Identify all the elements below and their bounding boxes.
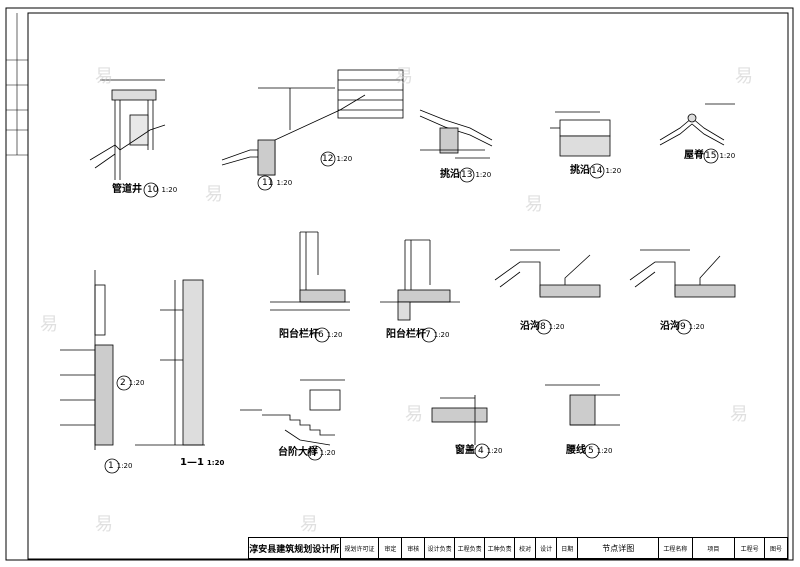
detail-13-label: 挑沿 bbox=[440, 169, 460, 180]
detail-3-label: 台阶大样 bbox=[278, 447, 318, 458]
detail-circles bbox=[104, 148, 719, 474]
title-block-cell: 图号 bbox=[770, 545, 783, 553]
detail-9-drawing bbox=[629, 249, 736, 298]
title-block-cell: 日期 bbox=[557, 538, 579, 558]
watermark: 易 bbox=[300, 514, 318, 535]
title-block-cell: 设计 bbox=[536, 538, 558, 558]
watermark: 易 bbox=[205, 184, 223, 205]
detail-6-drawing bbox=[270, 231, 350, 311]
detail-15-drawing bbox=[659, 103, 735, 146]
detail-14-label: 挑沿 bbox=[570, 165, 590, 176]
section-1-1-drawing bbox=[135, 279, 205, 446]
title-block-cell: 规划许可证 bbox=[341, 538, 380, 558]
detail-10-drawing bbox=[89, 79, 166, 180]
detail-9-label: 沿沟 bbox=[660, 321, 680, 332]
title-block-cell: 工种负责 bbox=[485, 538, 516, 558]
detail-14-drawing bbox=[550, 111, 611, 157]
title-block-cell: 工程负责 bbox=[455, 538, 486, 558]
detail-13-drawing bbox=[419, 109, 493, 159]
detail-3-drawing bbox=[240, 379, 345, 446]
detail-15-label: 屋脊 bbox=[684, 150, 704, 161]
detail-6-label: 阳台栏杆 bbox=[279, 329, 319, 340]
title-block-cell: 校对 bbox=[515, 538, 537, 558]
sheet-title: 节点详图 bbox=[578, 538, 660, 558]
watermark: 易 bbox=[395, 66, 413, 87]
title-block: 淳安县建筑规划设计所 规划许可证 审定 审核 设计负责 工程负责 工种负责 校对… bbox=[248, 537, 788, 559]
firm-name: 淳安县建筑规划设计所 bbox=[249, 538, 341, 558]
detail-5-label: 腰线 bbox=[566, 445, 586, 456]
watermark: 易 bbox=[405, 404, 423, 425]
detail-11-12-drawing bbox=[221, 69, 404, 176]
watermark: 易 bbox=[40, 314, 58, 335]
detail-7-drawing bbox=[380, 239, 460, 321]
detail-7-label: 阳台栏杆 bbox=[386, 329, 426, 340]
watermark: 易 bbox=[525, 194, 543, 215]
title-block-cell: 审核 bbox=[402, 538, 426, 558]
detail-4-drawing bbox=[431, 395, 488, 445]
watermark: 易 bbox=[95, 66, 113, 87]
title-block-cell: 审定 bbox=[379, 538, 403, 558]
detail-1-2-drawing bbox=[60, 270, 114, 450]
detail-8-drawing bbox=[494, 249, 601, 298]
detail-5-drawing bbox=[545, 384, 620, 426]
watermark: 易 bbox=[730, 404, 748, 425]
detail-8-label: 沿沟 bbox=[520, 321, 540, 332]
title-block-cell: 工程名称 bbox=[659, 538, 693, 558]
title-block-cell: 设计负责 bbox=[425, 538, 456, 558]
binding-strip bbox=[6, 13, 28, 156]
watermark: 易 bbox=[735, 66, 753, 87]
detail-4-label: 窗盖 bbox=[455, 445, 475, 456]
watermark: 易 bbox=[95, 514, 113, 535]
detail-10-label: 管道井 bbox=[112, 184, 142, 195]
title-block-cell: 项目 bbox=[693, 538, 736, 558]
title-block-cell: 工程号 bbox=[735, 538, 766, 558]
